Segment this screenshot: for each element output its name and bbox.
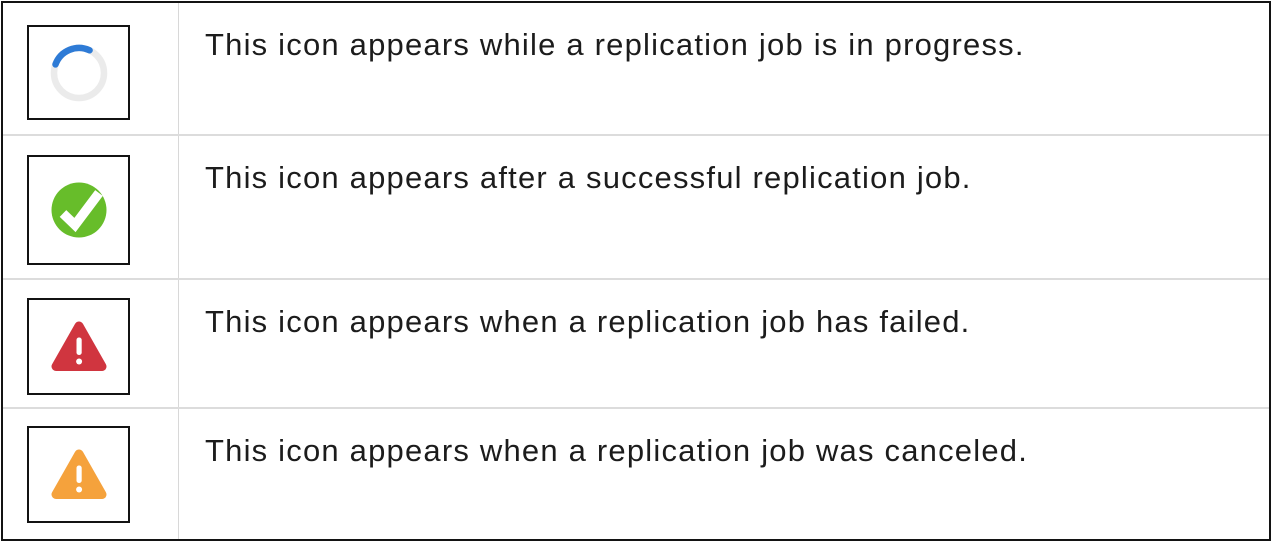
- icon-frame: [27, 25, 130, 120]
- exclamation-bar: [76, 337, 82, 355]
- description-cell: This icon appears while a replication jo…: [179, 3, 1269, 134]
- success-check-icon: [51, 182, 106, 238]
- row-description: This icon appears when a replication job…: [205, 433, 1029, 468]
- checkmark-glyph: [59, 190, 103, 233]
- table-row: This icon appears when a replication job…: [3, 409, 1269, 539]
- icon-frame: [27, 298, 130, 395]
- spinner-arc: [51, 44, 93, 68]
- exclamation-dot: [75, 358, 82, 364]
- canceled-warning-icon: [51, 449, 106, 499]
- table-row: This icon appears while a replication jo…: [3, 3, 1269, 136]
- success-circle: [51, 182, 106, 238]
- row-description: This icon appears while a replication jo…: [205, 27, 1025, 62]
- exclamation-dot: [75, 486, 82, 492]
- description-cell: This icon appears when a replication job…: [179, 280, 1269, 407]
- icon-cell: [3, 3, 179, 134]
- failed-warning-icon: [51, 321, 106, 371]
- exclamation-bar: [76, 465, 82, 483]
- icon-frame: [27, 426, 130, 523]
- description-cell: This icon appears after a successful rep…: [179, 136, 1269, 278]
- table-row: This icon appears after a successful rep…: [3, 136, 1269, 280]
- row-description: This icon appears after a successful rep…: [205, 160, 972, 195]
- icon-cell: [3, 280, 179, 407]
- row-description: This icon appears when a replication job…: [205, 304, 971, 339]
- icon-cell: [3, 409, 179, 539]
- table-row: This icon appears when a replication job…: [3, 280, 1269, 409]
- icon-frame: [27, 155, 130, 265]
- in-progress-spinner-icon: [50, 44, 107, 101]
- description-cell: This icon appears when a replication job…: [179, 409, 1269, 539]
- icon-cell: [3, 136, 179, 278]
